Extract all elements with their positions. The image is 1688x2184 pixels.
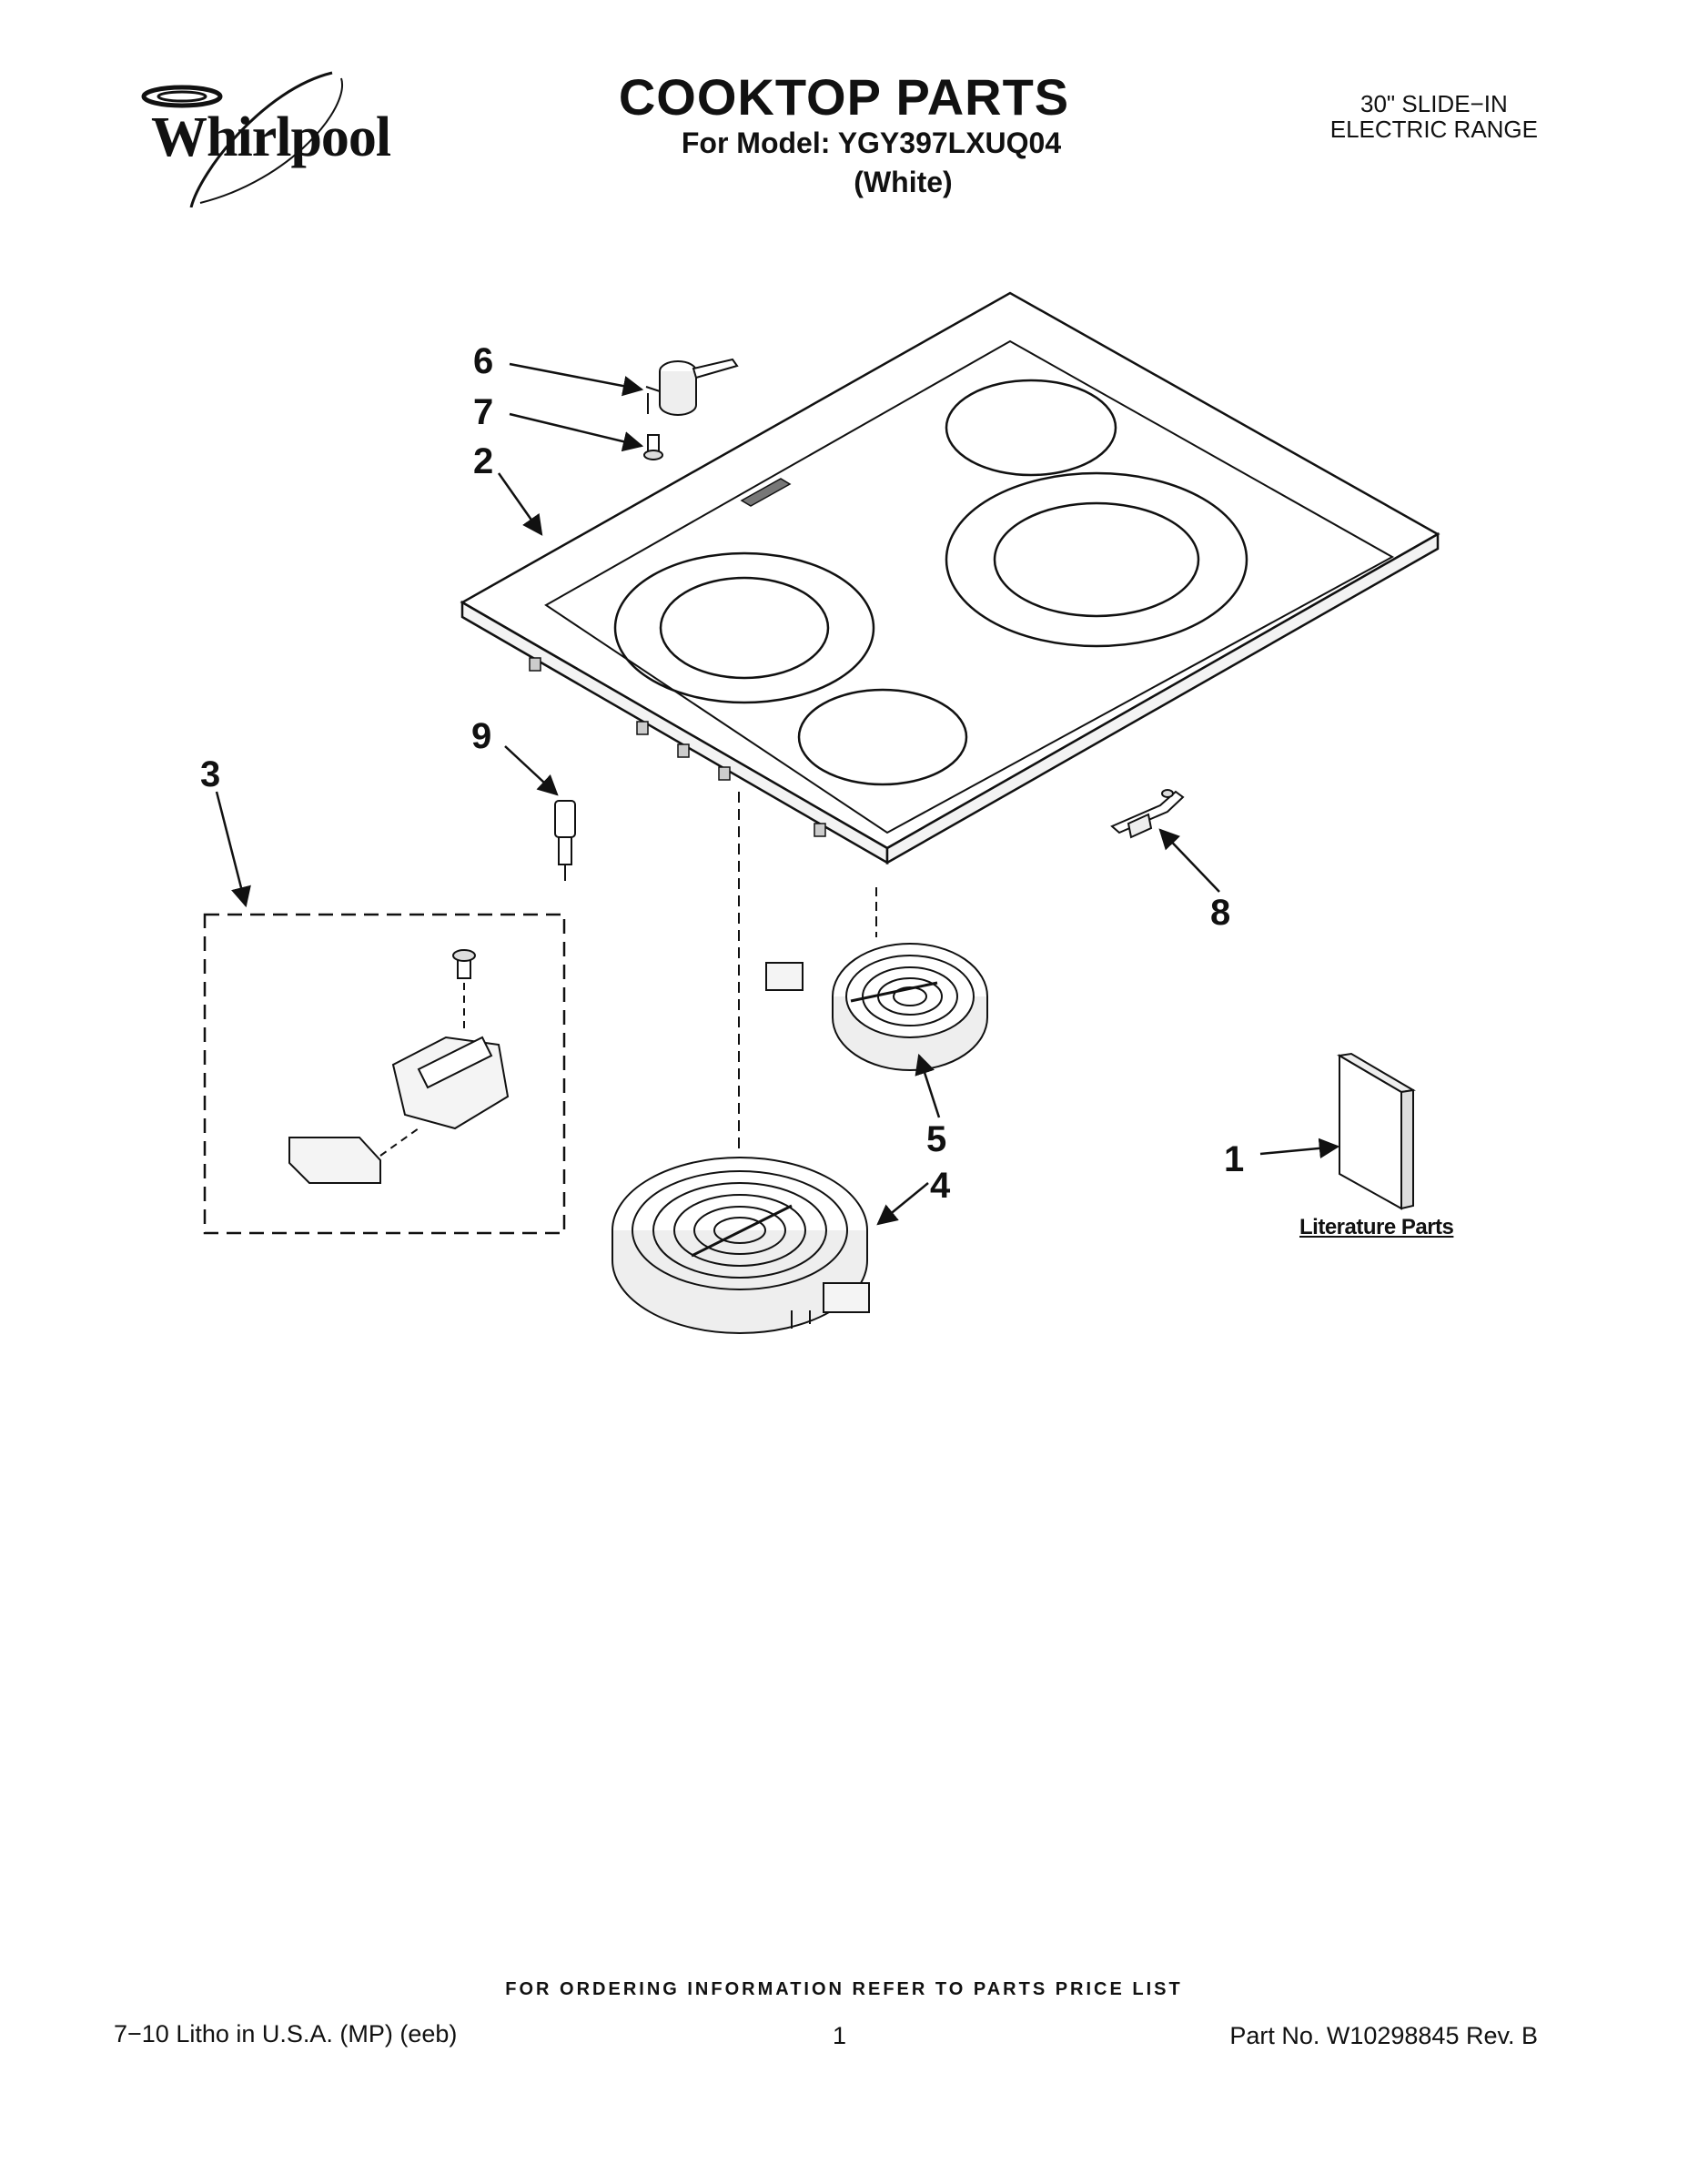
part-4-large-element — [612, 1157, 870, 1334]
callout-1: 1 — [1224, 1139, 1244, 1179]
range-type-line2: ELECTRIC RANGE — [1329, 116, 1538, 143]
ordering-note: FOR ORDERING INFORMATION REFER TO PARTS … — [505, 1979, 1183, 1999]
litho-info: 7−10 Litho in U.S.A. (MP) (eeb) — [114, 2020, 458, 2048]
literature-parts-label: Literature Parts — [1299, 1215, 1454, 1239]
page-title: COOKTOP PARTS — [618, 68, 1070, 126]
cooktop-glass — [460, 291, 1440, 865]
callout-8: 8 — [1210, 893, 1230, 933]
model-line: For Model: YGY397LXUQ04 — [681, 126, 1062, 159]
part-3-kit-box — [203, 913, 566, 1235]
callout-6: 6 — [473, 341, 493, 381]
model-color: (White) — [854, 166, 953, 198]
callout-2: 2 — [473, 441, 493, 481]
callout-5: 5 — [926, 1119, 946, 1159]
leader-arrows — [215, 362, 1340, 1226]
part-6-limiter — [645, 358, 739, 416]
part-5-small-element — [765, 917, 988, 1071]
part-9-indicator — [554, 800, 576, 881]
part-8-bracket — [1110, 789, 1185, 839]
brand-name: Whirlpool — [151, 106, 391, 168]
callout-7: 7 — [473, 392, 493, 432]
range-type-line1: 30" SLIDE−IN — [1360, 90, 1508, 117]
page-number: 1 — [833, 2022, 847, 2049]
part-number: Part No. W10298845 Rev. B — [1229, 2022, 1538, 2049]
whirlpool-logo: Whirlpool — [127, 71, 400, 208]
range-type: 30" SLIDE−IN ELECTRIC RANGE — [1330, 91, 1538, 142]
part-1-literature — [1337, 1052, 1416, 1210]
header-block: COOKTOP PARTS For Model: YGY397LXUQ04 (W… — [0, 67, 1688, 199]
part-7-screw — [643, 434, 663, 460]
callout-9: 9 — [471, 716, 491, 756]
callout-4: 4 — [930, 1166, 951, 1206]
logo-swirl-icon — [141, 71, 344, 208]
callout-3: 3 — [200, 754, 220, 794]
